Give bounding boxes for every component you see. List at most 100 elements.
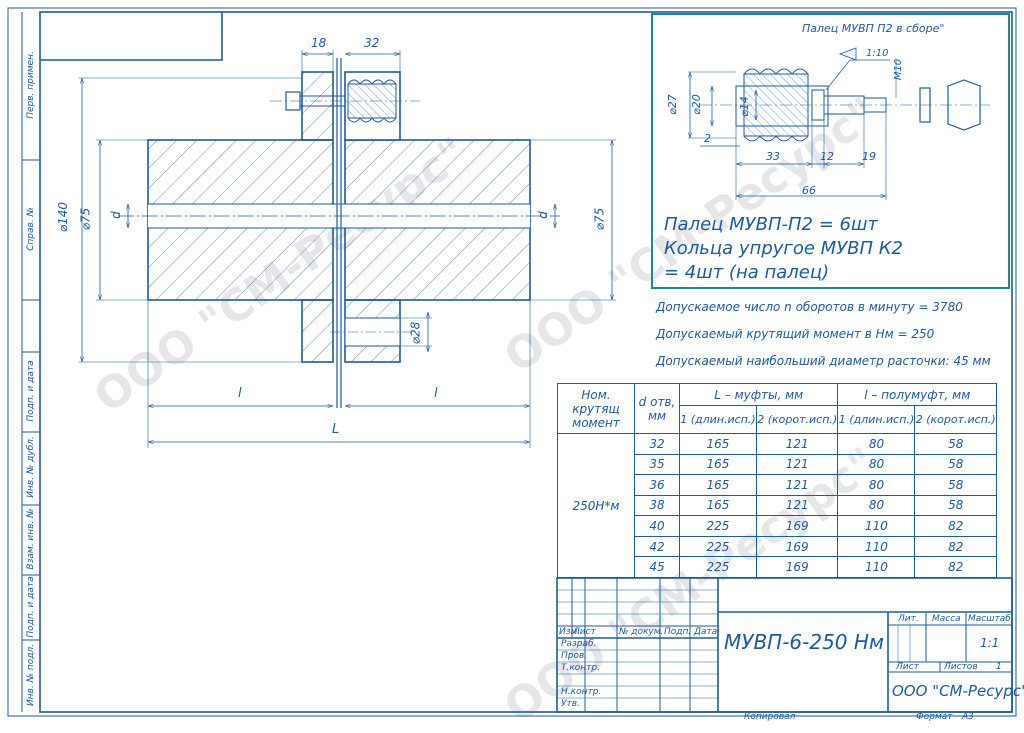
subheader: 1 (длин.исп.) bbox=[837, 405, 916, 434]
company-name: ООО "СМ-Ресурс" bbox=[892, 682, 1024, 700]
table-cell: 32 bbox=[634, 433, 680, 455]
table-cell: 82 bbox=[914, 515, 997, 537]
table-cell: 82 bbox=[914, 535, 997, 558]
dim-18: 18 bbox=[311, 36, 327, 50]
dim-slope: 1:10 bbox=[866, 48, 889, 59]
moment-cell: 250Н*м bbox=[557, 433, 635, 578]
scale-value: 1:1 bbox=[980, 636, 1000, 650]
table-cell: 225 bbox=[679, 556, 757, 578]
sheets-count: 1 bbox=[996, 662, 1002, 672]
dim-d28: ⌀28 bbox=[408, 321, 423, 345]
table-row: 36 165 121 80 58 bbox=[558, 474, 997, 496]
copied-label: Копировал bbox=[744, 712, 796, 722]
sheet-label: Лист bbox=[896, 662, 919, 672]
table-cell: 169 bbox=[755, 556, 839, 578]
table-cell: 110 bbox=[837, 556, 916, 578]
table-cell: 169 bbox=[755, 515, 839, 537]
table-row: 45 225 169 110 82 bbox=[558, 556, 997, 578]
format-label: Формат bbox=[916, 712, 953, 722]
table-row: 35 165 121 80 58 bbox=[558, 453, 997, 476]
inset-line-1: Палец МУВП-П2 = 6шт bbox=[664, 214, 878, 235]
header-d: d отв, мм bbox=[634, 383, 680, 434]
table-cell: 121 bbox=[755, 433, 839, 455]
table-cell: 35 bbox=[634, 453, 680, 476]
table-cell: 42 bbox=[634, 535, 680, 558]
mass-label: Масса bbox=[932, 614, 961, 624]
dim-66: 66 bbox=[802, 184, 816, 197]
header-moment: Ном. крутящ момент bbox=[557, 383, 635, 434]
subheader: 2 (корот.исп.) bbox=[914, 405, 997, 434]
table-cell: 80 bbox=[837, 474, 916, 496]
table-cell: 80 bbox=[837, 433, 916, 455]
inset-title: Палец МУВП П2 в сборе" bbox=[802, 22, 945, 35]
table-cell: 38 bbox=[634, 494, 680, 517]
note-bore: Допускаемый наибольший диаметр расточки:… bbox=[656, 354, 991, 368]
col-izm: Изм. bbox=[559, 627, 581, 637]
table-cell: 225 bbox=[679, 515, 757, 537]
dim-d75-right: ⌀75 bbox=[592, 207, 607, 231]
side-label: Инв. № подл. bbox=[26, 643, 36, 707]
dim-d-left: d bbox=[108, 211, 123, 219]
table-cell: 58 bbox=[914, 494, 997, 517]
col-list: Лист bbox=[573, 627, 596, 637]
table-cell: 110 bbox=[837, 515, 916, 537]
table-cell: 110 bbox=[837, 535, 916, 558]
table-cell: 165 bbox=[679, 453, 757, 476]
drawing-designation: МУВП-6-250 Нм bbox=[724, 630, 885, 654]
table-cell: 169 bbox=[755, 535, 839, 558]
header-L: L – муфты, мм bbox=[678, 383, 839, 406]
dim-d20: ⌀20 bbox=[689, 94, 703, 115]
table-cell: 165 bbox=[679, 494, 757, 517]
table-cell: 165 bbox=[679, 433, 757, 455]
col-doc: № докум. bbox=[619, 627, 664, 637]
scale-label: Масштаб bbox=[968, 614, 1011, 624]
table-cell: 80 bbox=[837, 494, 916, 517]
col-date: Дата bbox=[694, 627, 718, 637]
row-nkontr: Н.контр. bbox=[561, 687, 602, 697]
table-cell: 58 bbox=[914, 474, 997, 496]
row-razrab: Разраб. bbox=[561, 639, 597, 649]
row-tkontr: Т.контр. bbox=[561, 663, 601, 673]
dim-2: 2 bbox=[704, 132, 711, 145]
dim-l-right: l bbox=[434, 386, 438, 401]
dim-L: L bbox=[332, 422, 340, 437]
dim-m10: М10 bbox=[893, 58, 905, 81]
dim-d75-left: ⌀75 bbox=[78, 207, 93, 231]
table-cell: 58 bbox=[914, 433, 997, 455]
note-speed: Допускаемое число n оборотов в минуту = … bbox=[656, 300, 963, 314]
table-cell: 121 bbox=[755, 474, 839, 496]
sheets-label: Листов bbox=[944, 662, 978, 672]
table-cell: 82 bbox=[914, 556, 997, 578]
dim-12: 12 bbox=[820, 150, 834, 163]
table-cell: 165 bbox=[679, 474, 757, 496]
table-cell: 225 bbox=[679, 535, 757, 558]
table-cell: 40 bbox=[634, 515, 680, 537]
dim-d140: ⌀140 bbox=[56, 201, 71, 233]
side-label: Перв. примен. bbox=[26, 51, 36, 119]
dim-d14: ⌀14 bbox=[737, 96, 751, 117]
table-cell: 121 bbox=[755, 453, 839, 476]
inset-line-2: Кольца упругое МУВП К2 bbox=[664, 238, 904, 259]
table-cell: 121 bbox=[755, 494, 839, 517]
dim-32: 32 bbox=[364, 36, 380, 50]
table-cell: 45 bbox=[634, 556, 680, 578]
format-value: А3 bbox=[962, 712, 974, 722]
note-torque: Допускаемый крутящий момент в Нм = 250 bbox=[656, 327, 935, 341]
spec-table: Ном. крутящ момент d отв, мм L – муфты, … bbox=[557, 383, 997, 578]
dim-33: 33 bbox=[766, 150, 780, 163]
dim-19: 19 bbox=[862, 150, 876, 163]
header-l: l – полумуфт, мм bbox=[837, 383, 997, 406]
row-utv: Утв. bbox=[561, 699, 580, 709]
lit-label: Лит. bbox=[898, 614, 919, 624]
side-label: Справ. № bbox=[26, 207, 36, 251]
table-cell: 36 bbox=[634, 474, 680, 496]
table-cell: 80 bbox=[837, 453, 916, 476]
dim-d27: ⌀27 bbox=[665, 94, 679, 115]
subheader: 1 (длин.исп.) bbox=[679, 405, 757, 434]
table-row: 40 225 169 110 82 bbox=[558, 515, 997, 537]
table-row: 250Н*м 32 165 121 80 58 bbox=[557, 433, 997, 578]
subheader: 2 (корот.исп.) bbox=[755, 405, 839, 434]
dim-d-right: d bbox=[535, 211, 550, 219]
inset-line-3: = 4шт (на палец) bbox=[664, 262, 830, 283]
